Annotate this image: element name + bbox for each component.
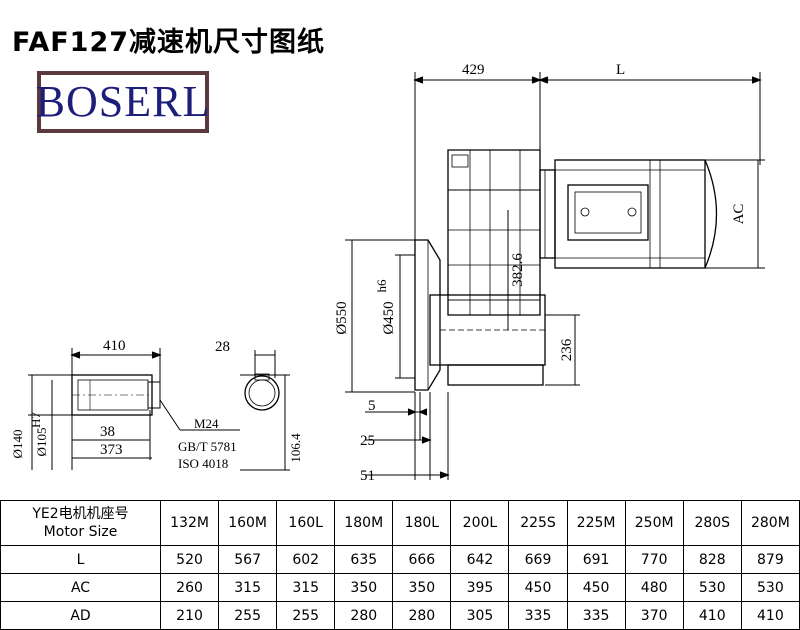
table-cell: 669 xyxy=(508,545,568,574)
motor-size-cell: 225S xyxy=(508,500,568,546)
table-cell: 395 xyxy=(450,573,510,602)
logo-text: BOSERL xyxy=(35,77,211,126)
dim-38: 38 xyxy=(100,424,115,440)
table-cell: 530 xyxy=(682,573,742,602)
dim-236: 236 xyxy=(559,338,575,361)
dim-382-6: 382.6 xyxy=(510,253,526,287)
motor-size-cell: 225M xyxy=(566,500,626,546)
table-cell: 280 xyxy=(392,601,452,630)
table-header-row: YE2电机机座号 Motor Size 132M 160M 160L 180M … xyxy=(0,500,800,546)
table-cell: 350 xyxy=(392,573,452,602)
table-cell: 480 xyxy=(624,573,684,602)
motor-size-cell: 180L xyxy=(392,500,452,546)
table-cell: 335 xyxy=(508,601,568,630)
table-cell: 210 xyxy=(159,601,220,630)
table-cell: 602 xyxy=(276,545,336,574)
table-row-ac: AC 260 315 315 350 350 395 450 450 480 5… xyxy=(0,573,800,602)
motor-size-cell: 280M xyxy=(740,500,800,546)
table-cell: 350 xyxy=(334,573,394,602)
table-corner-header: YE2电机机座号 Motor Size xyxy=(0,500,161,546)
table-cell: 530 xyxy=(740,573,800,602)
note-iso-4018: ISO 4018 xyxy=(178,456,228,471)
dim-105: Ø105 xyxy=(34,428,49,457)
dim-ac: AC xyxy=(731,204,747,225)
dim-105-tolerance: H7 xyxy=(28,412,43,428)
table-cell: 255 xyxy=(276,601,336,630)
table-cell: 315 xyxy=(218,573,278,602)
table-cell: 450 xyxy=(566,573,626,602)
table-cell: 642 xyxy=(450,545,510,574)
technical-drawing: 429 L AC 382.6 Ø550 Ø450 h6 236 5 25 51 … xyxy=(10,62,765,484)
dim-140: Ø140 xyxy=(10,430,25,459)
table-cell: 315 xyxy=(276,573,336,602)
dim-410: 410 xyxy=(103,338,126,354)
table-row-l: L 520 567 602 635 666 642 669 691 770 82… xyxy=(0,545,800,574)
note-gb-t-5781: GB/T 5781 xyxy=(178,439,237,454)
dim-l: L xyxy=(616,62,625,78)
table-cell: 255 xyxy=(218,601,278,630)
dim-550: Ø550 xyxy=(334,301,350,334)
table-cell: 280 xyxy=(334,601,394,630)
dim-28: 28 xyxy=(215,339,230,355)
motor-size-cell: 250M xyxy=(624,500,684,546)
table-cell: 635 xyxy=(334,545,394,574)
row-label: L xyxy=(0,545,161,574)
table-cell: 305 xyxy=(450,601,510,630)
motor-size-table: YE2电机机座号 Motor Size 132M 160M 160L 180M … xyxy=(0,500,800,630)
header-en: Motor Size xyxy=(43,524,118,540)
motor-size-cell: 200L xyxy=(450,500,510,546)
dim-429: 429 xyxy=(462,62,485,78)
table-cell: 260 xyxy=(159,573,220,602)
motor-size-cell: 160L xyxy=(276,500,336,546)
motor-size-cell: 132M xyxy=(159,500,220,546)
motor-size-cell: 280S xyxy=(682,500,742,546)
header-cn: YE2电机机座号 xyxy=(32,506,129,522)
motor-size-cell: 180M xyxy=(334,500,394,546)
table-cell: 370 xyxy=(624,601,684,630)
dim-373: 373 xyxy=(100,442,123,458)
dim-25: 25 xyxy=(360,433,375,449)
table-cell: 410 xyxy=(740,601,800,630)
table-row-ad: AD 210 255 255 280 280 305 335 335 370 4… xyxy=(0,601,800,630)
boserl-logo: BOSERL xyxy=(35,71,211,133)
table-cell: 828 xyxy=(682,545,742,574)
dim-450-tolerance: h6 xyxy=(374,279,389,293)
page-title: FAF127减速机尺寸图纸 xyxy=(12,27,326,58)
motor-size-cell: 160M xyxy=(218,500,278,546)
table-cell: 691 xyxy=(566,545,626,574)
table-cell: 410 xyxy=(682,601,742,630)
table-cell: 450 xyxy=(508,573,568,602)
table-cell: 770 xyxy=(624,545,684,574)
table-cell: 879 xyxy=(740,545,800,574)
row-label: AD xyxy=(0,601,161,630)
table-cell: 520 xyxy=(159,545,220,574)
table-cell: 335 xyxy=(566,601,626,630)
dim-106-4: 106.4 xyxy=(288,433,303,463)
table-cell: 666 xyxy=(392,545,452,574)
dim-450: Ø450 xyxy=(381,301,397,334)
dim-5: 5 xyxy=(368,398,376,414)
note-m24: M24 xyxy=(194,416,219,431)
table-cell: 567 xyxy=(218,545,278,574)
dim-51: 51 xyxy=(360,468,375,484)
row-label: AC xyxy=(0,573,161,602)
